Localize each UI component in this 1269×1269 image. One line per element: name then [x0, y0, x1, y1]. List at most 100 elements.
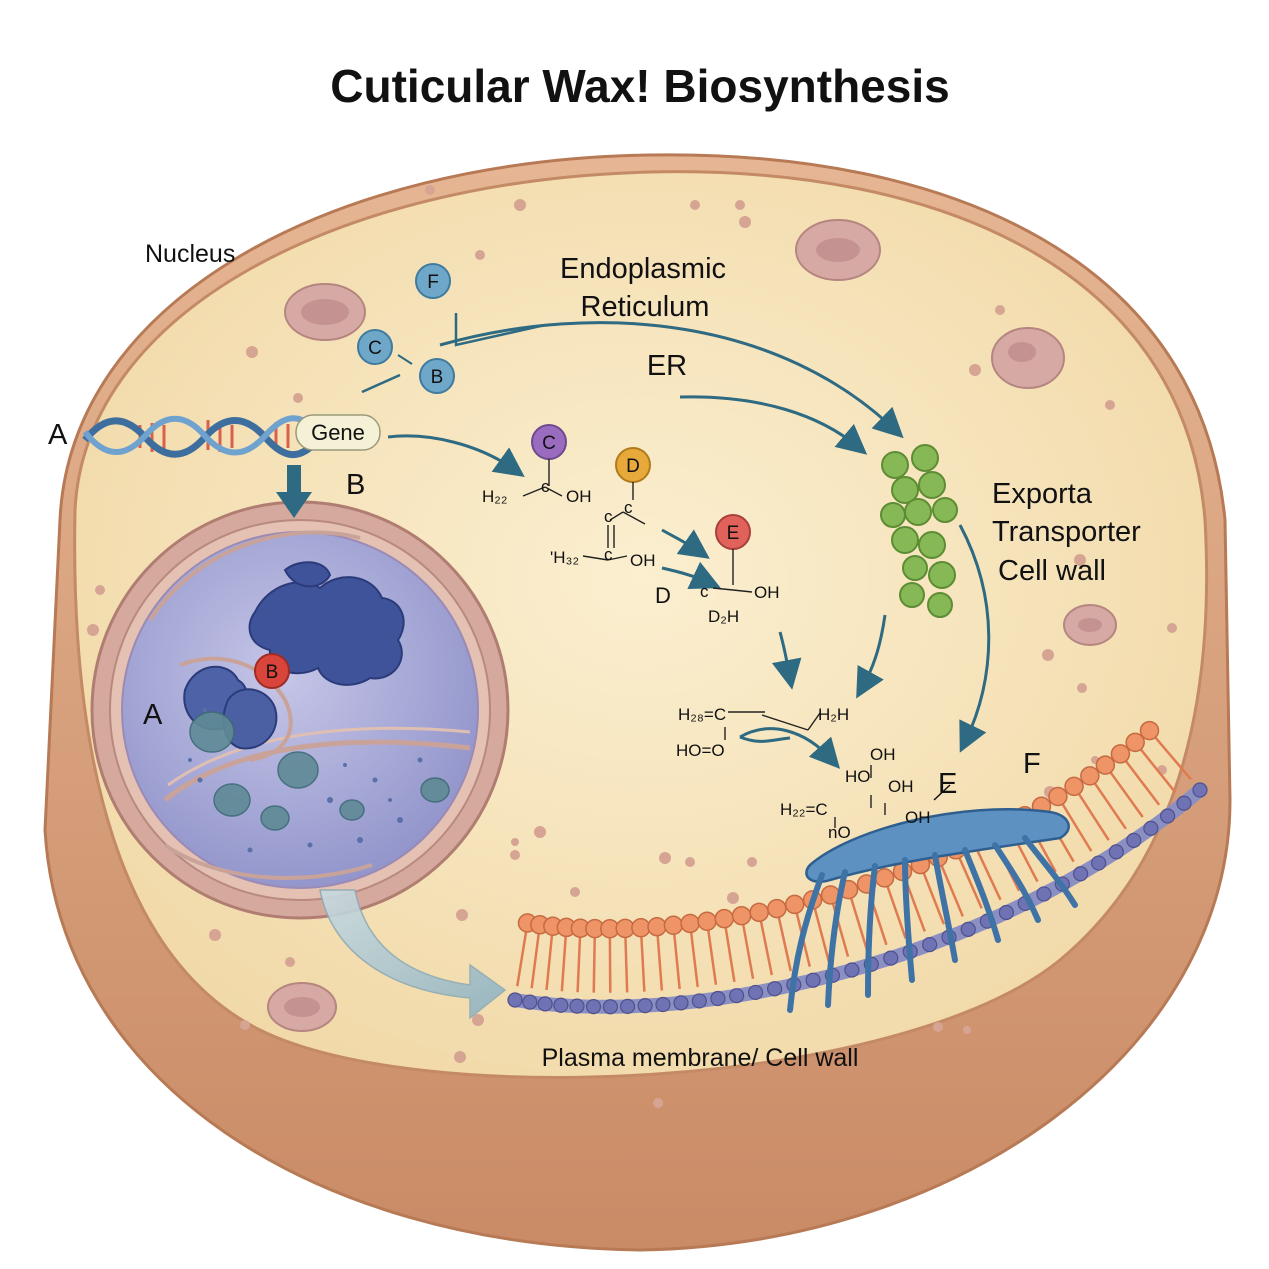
- membrane-inner-bead: [1160, 808, 1176, 824]
- svg-text:C: C: [368, 338, 382, 359]
- plasma-membrane-label: Plasma membrane/ Cell wall: [542, 1044, 859, 1072]
- membrane-inner-bead: [710, 990, 726, 1007]
- membrane-inner-bead: [960, 921, 976, 937]
- lipid-tail: [1072, 785, 1110, 841]
- badge-e-red: E: [715, 514, 751, 550]
- export-label-line1: Exporta: [992, 478, 1093, 510]
- gene-pill: Gene: [295, 414, 381, 451]
- gene-to-nucleus-arrow: [276, 465, 312, 518]
- export-label-line2: Transporter: [992, 516, 1141, 548]
- membrane-inner-bead: [1073, 866, 1089, 882]
- d-label: D: [655, 583, 671, 608]
- mitochondrion: [1063, 604, 1117, 646]
- er-label-line2: Reticulum: [581, 291, 710, 323]
- lipid-head: [1139, 720, 1160, 741]
- svg-text:F: F: [427, 272, 439, 293]
- lipid-head: [767, 898, 787, 919]
- lipid-tail: [1104, 764, 1144, 818]
- membrane-inner-bead: [805, 972, 821, 988]
- chem-d-left: 'H₃₂: [550, 548, 579, 567]
- membrane-inner-bead: [883, 950, 899, 966]
- lipid-tail: [919, 864, 946, 925]
- chem-h2h: H₂H: [818, 705, 849, 724]
- membrane-inner-bead: [729, 988, 745, 1004]
- svg-text:D: D: [626, 456, 640, 477]
- svg-text:c: c: [604, 545, 613, 564]
- lipid-tail: [847, 889, 869, 952]
- a-dna-label: A: [48, 419, 68, 451]
- chem-h22: H₂₂=C: [780, 800, 828, 819]
- lipid-tail: [576, 928, 582, 993]
- membrane-inner-bead: [1143, 820, 1159, 836]
- lipid-tail: [722, 918, 736, 983]
- badge-b-top: B: [419, 358, 455, 394]
- lipid-tail: [688, 923, 699, 988]
- badge-c-top: C: [357, 329, 393, 365]
- lipid-tail: [672, 925, 681, 990]
- lipid-tail: [1134, 741, 1177, 794]
- lipid-tail: [829, 894, 850, 957]
- lipid-head: [714, 908, 734, 929]
- svg-text:B: B: [266, 662, 279, 683]
- nucleus-to-membrane-arrow: [319, 889, 507, 1020]
- chem-oh3: OH: [905, 808, 931, 827]
- chem-hoo: HO=O: [676, 741, 725, 760]
- nucleolus: [189, 711, 450, 831]
- membrane-inner-bead: [537, 996, 553, 1012]
- badge-f-top: F: [415, 263, 451, 299]
- lipid-tail: [883, 877, 907, 939]
- membrane-inner-bead: [998, 904, 1014, 921]
- lipid-head: [647, 916, 667, 937]
- chem-oh1: OH: [870, 745, 896, 764]
- membrane-inner-bead: [553, 997, 569, 1013]
- membrane-inner-bead: [1126, 832, 1142, 848]
- chem-d-right: OH: [630, 551, 656, 570]
- lipid-tail: [545, 926, 555, 991]
- svg-text:c: c: [604, 507, 613, 526]
- membrane-inner-bead: [673, 995, 689, 1011]
- f-label: F: [1023, 748, 1041, 780]
- lipid-tail: [592, 928, 597, 993]
- er-short-label: ER: [647, 350, 687, 382]
- er-label-line1: Endoplasmic: [560, 253, 726, 285]
- lipid-head: [697, 911, 717, 932]
- svg-text:B: B: [431, 367, 444, 388]
- lipid-tail: [740, 915, 755, 979]
- lipid-tail: [811, 899, 831, 963]
- membrane-inner-bead: [922, 936, 938, 953]
- svg-text:c: c: [624, 498, 633, 517]
- chem-labels: H₂₂ c OH c c 'H₃₂ c OH D c OH D₂H H₂₈=C …: [482, 477, 931, 842]
- export-label-line3: Cell wall: [998, 555, 1106, 587]
- membrane-inner-bead: [619, 998, 636, 1014]
- lipid-head: [874, 868, 895, 888]
- lipid-head: [784, 894, 805, 915]
- lipid-head: [731, 905, 752, 926]
- svg-text:C: C: [542, 433, 556, 454]
- lipid-tail: [775, 908, 792, 972]
- svg-text:E: E: [727, 523, 740, 544]
- lipid-tail: [530, 924, 542, 989]
- membrane-inner-bead: [585, 999, 602, 1015]
- badge-b-red: B: [254, 653, 290, 689]
- membrane-inner-bead: [1192, 782, 1208, 798]
- lipid-tail: [560, 927, 568, 992]
- lipid-head: [1064, 776, 1084, 797]
- lipid-head: [749, 902, 769, 923]
- lipid-head: [680, 913, 700, 934]
- membrane-inner-bead: [691, 993, 707, 1009]
- membrane-inner-bead: [602, 999, 618, 1015]
- e-label: E: [938, 768, 957, 800]
- b-gene-label: B: [346, 469, 365, 501]
- lipid-tail: [516, 922, 529, 987]
- e-pointer: [933, 784, 951, 801]
- lipid-tail: [1148, 729, 1192, 781]
- nucleus-label: Nucleus: [145, 240, 235, 268]
- lipid-tail: [655, 926, 664, 991]
- chem-hoo2: HO: [845, 767, 871, 786]
- lipid-head: [1095, 755, 1116, 775]
- membrane-inner-bead: [1036, 886, 1052, 902]
- lipid-tail: [705, 921, 718, 985]
- a-nucleus-label: A: [143, 699, 163, 731]
- chromatin: [183, 561, 405, 750]
- membrane-inner-bead: [844, 962, 860, 978]
